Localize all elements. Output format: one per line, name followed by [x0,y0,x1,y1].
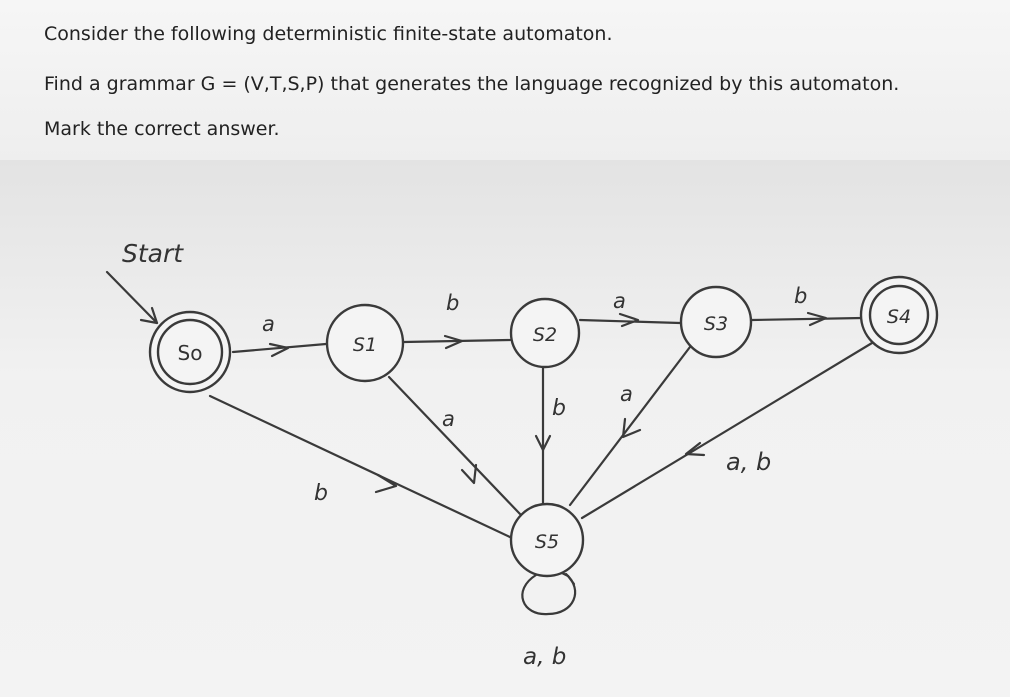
question-line-3: Mark the correct answer. [44,118,280,140]
edge-s2-s3-label: a [613,289,626,313]
edge-s0-s1-arrowhead [268,342,290,358]
edge-s0-s1 [231,342,328,354]
question-line-1: Consider the following deterministic fin… [44,23,613,45]
state-s3: S3 [679,285,753,359]
state-s4-inner-circle [868,284,930,346]
edge-s0-s5-label: b [314,481,328,506]
edge-s4-s5 [580,341,874,520]
edge-s1-s5-arrowhead [460,463,478,485]
state-s3-label: S3 [704,313,728,335]
edge-s1-s2 [402,338,512,344]
automaton-diagram-area [0,160,1010,697]
state-s4-label: S4 [887,306,911,328]
state-s5-label: S5 [535,531,559,553]
edge-s2-s5-label: b [552,396,566,421]
state-s1: S1 [325,303,405,383]
edge-s2-s5-arrowhead [534,434,552,452]
start-arrowhead [139,306,159,325]
edge-s1-s5 [387,375,522,516]
question-panel: Consider the following deterministic fin… [0,0,1010,165]
state-s2-circle [509,297,581,369]
edge-s4-s5-arrowhead [684,441,706,457]
edge-s2-s3-arrowhead [618,312,640,328]
edge-s5-self-loop-label: a, b [523,644,566,670]
state-s0-inner-circle [156,318,224,386]
start-arrow [105,270,159,325]
edge-s1-s2-label: b [446,291,459,315]
edge-s1-s5-label: a [442,407,455,431]
state-s2: S2 [509,297,581,369]
state-s5: S5 [509,502,585,578]
edge-s3-s4-arrowhead [806,311,828,327]
edge-s0-s1-label: a [262,312,275,336]
question-line-2: Find a grammar G = (V,T,S,P) that genera… [44,73,900,95]
state-s3-circle [679,285,753,359]
state-s0: So [148,310,232,394]
edge-s0-s5-arrowhead [374,473,398,494]
state-s0-label: So [178,341,203,365]
edge-s1-s2-arrowhead [443,334,464,350]
edge-s0-s5 [208,394,514,540]
edge-s3-s4-label: b [794,284,807,308]
state-s2-label: S2 [533,324,557,346]
edge-s3-s5-arrowhead [621,417,642,439]
state-s4: S4 [859,275,939,355]
edge-s3-s5 [568,341,695,507]
state-s1-label: S1 [353,334,377,356]
state-s1-circle [325,303,405,383]
edge-s5-self-loop [521,572,577,616]
state-s5-circle [509,502,585,578]
edge-s3-s4 [750,316,864,322]
edge-s4-s5-label: a, b [726,448,771,476]
start-label: Start [122,239,184,268]
edge-s3-s5-label: a [620,382,633,406]
edge-s2-s3 [578,318,682,325]
